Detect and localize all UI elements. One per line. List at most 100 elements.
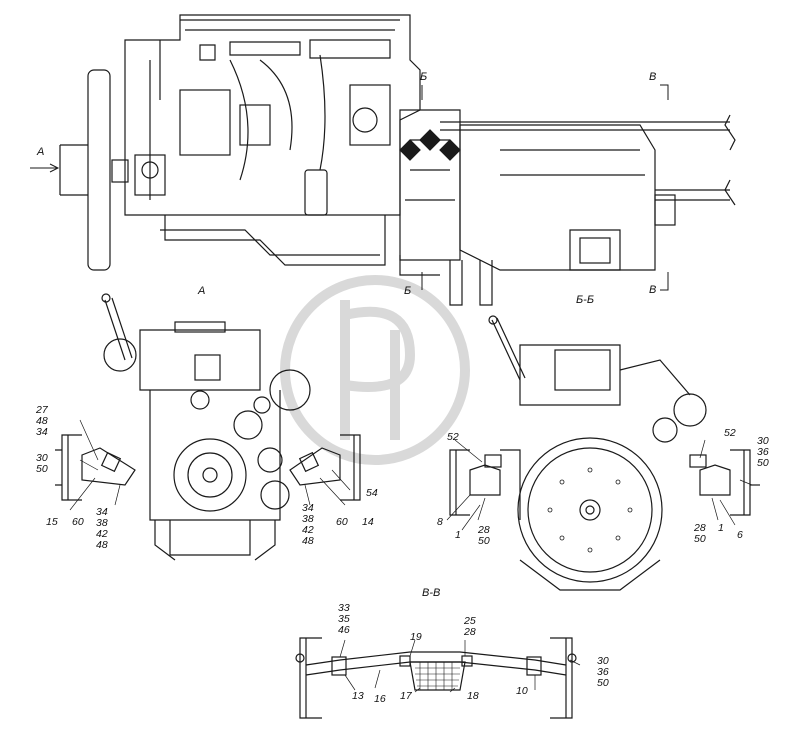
view-a-label-group-center-right: 34 38 42 48: [302, 503, 314, 547]
left-mount: [81, 447, 136, 486]
view-vv: [295, 637, 581, 719]
view-bb-label-group-right: 30 36 50: [757, 436, 769, 469]
bb-right-mount: [699, 464, 731, 496]
vv-left-bracket: [299, 637, 322, 719]
label-35: 35: [338, 613, 350, 625]
bb-left-mount: [469, 464, 501, 496]
label-18: 18: [467, 690, 479, 702]
label-34c: 34: [302, 502, 314, 514]
label-28-vv: 28: [464, 626, 476, 638]
view-bb-label-group-left: 28 50: [478, 525, 490, 547]
label-46: 46: [338, 624, 350, 636]
gearbox-housing: [459, 124, 656, 271]
view-bb-label-group-right-bottom: 28 50: [694, 523, 706, 545]
label-34b: 34: [96, 506, 108, 518]
view-bb-title: Б-Б: [576, 294, 594, 306]
section-v-top-label: В: [649, 71, 657, 83]
vv-right-cushion: [526, 656, 542, 676]
crank-pulley: [173, 438, 247, 512]
view-a-oil-pan: [169, 520, 251, 556]
vv-right-bracket: [550, 637, 573, 719]
oil-pan: [164, 215, 386, 266]
section-b-bottom-label: Б: [404, 285, 412, 297]
label-30-bb: 30: [757, 435, 769, 447]
vv-left-cushion: [331, 656, 347, 676]
label-42: 42: [96, 528, 108, 540]
label-10: 10: [516, 685, 528, 697]
label-17: 17: [400, 690, 412, 702]
watermark-logo: [280, 275, 470, 465]
label-1b: 1: [718, 522, 724, 534]
label-42c: 42: [302, 524, 314, 536]
label-28b: 28: [694, 522, 706, 534]
section-a-arrow: [30, 163, 60, 173]
label-54: 54: [366, 487, 378, 499]
section-v-line: [660, 84, 669, 291]
label-27: 27: [36, 404, 48, 416]
label-13: 13: [352, 690, 364, 702]
front-pulley-disc: [87, 69, 111, 271]
alternator: [269, 369, 311, 411]
view-a-label-group-left-mid: 30 50: [36, 453, 48, 475]
label-6: 6: [737, 529, 743, 541]
frame-rail-bottom: [655, 189, 730, 201]
vv-center-pad: [409, 661, 466, 691]
view-vv-label-group-left: 33 35 46: [338, 603, 350, 636]
label-48: 48: [36, 415, 48, 427]
label-50c: 50: [694, 533, 706, 545]
label-38: 38: [96, 517, 108, 529]
turbocharger: [103, 338, 137, 372]
label-28a: 28: [478, 524, 490, 536]
view-a-front: [55, 293, 361, 561]
label-48b: 48: [96, 539, 108, 551]
section-v-bottom-label: В: [649, 284, 657, 296]
label-16: 16: [374, 693, 386, 705]
section-b-top-label: Б: [420, 71, 428, 83]
label-50: 50: [36, 463, 48, 475]
view-vv-label-group-right: 30 36 50: [597, 656, 609, 689]
label-36-bb: 36: [757, 446, 769, 458]
section-a-left-label: А: [37, 146, 45, 158]
label-19: 19: [410, 631, 422, 643]
flywheel-housing: [517, 437, 663, 583]
side-view-engine-gearbox: [30, 14, 736, 306]
label-30-vv: 30: [597, 655, 609, 667]
label-1a: 1: [455, 529, 461, 541]
label-60b: 60: [336, 516, 348, 528]
label-60a: 60: [72, 516, 84, 528]
label-48c: 48: [302, 535, 314, 547]
label-52a: 52: [447, 431, 459, 443]
engine-side-box: [179, 89, 231, 156]
view-bb-rear: [446, 315, 760, 591]
label-34: 34: [36, 426, 48, 438]
view-vv-title: В-В: [422, 587, 441, 599]
front-shaft: [59, 144, 88, 196]
vv-crossmember: [305, 651, 567, 666]
label-25: 25: [464, 615, 476, 627]
right-mount: [289, 447, 341, 486]
view-a-label-group-center-left: 34 38 42 48: [96, 507, 108, 551]
view-a-block: [149, 390, 281, 521]
label-36-vv: 36: [597, 666, 609, 678]
label-15: 15: [46, 516, 58, 528]
clutch-housing: [399, 109, 461, 261]
label-30: 30: [36, 452, 48, 464]
frame-rail-top: [440, 121, 730, 131]
view-a-label-group-left-top: 27 48 34: [36, 405, 48, 438]
section-a-bottom-label: А: [198, 285, 206, 297]
bb-right-frame-bracket: [730, 449, 751, 516]
label-38c: 38: [302, 513, 314, 525]
label-50-vv: 50: [597, 677, 609, 689]
view-vv-label-group-center: 25 28: [464, 616, 476, 638]
bb-left-frame-bracket: [449, 449, 470, 516]
flywheel: [527, 447, 653, 573]
label-50a: 50: [478, 535, 490, 547]
label-33: 33: [338, 602, 350, 614]
fuel-pump: [349, 84, 391, 146]
label-14: 14: [362, 516, 374, 528]
flywheel-bolts: [547, 467, 633, 553]
left-frame-bracket: [61, 434, 82, 501]
right-frame-bracket: [340, 434, 361, 501]
label-8: 8: [437, 516, 443, 528]
